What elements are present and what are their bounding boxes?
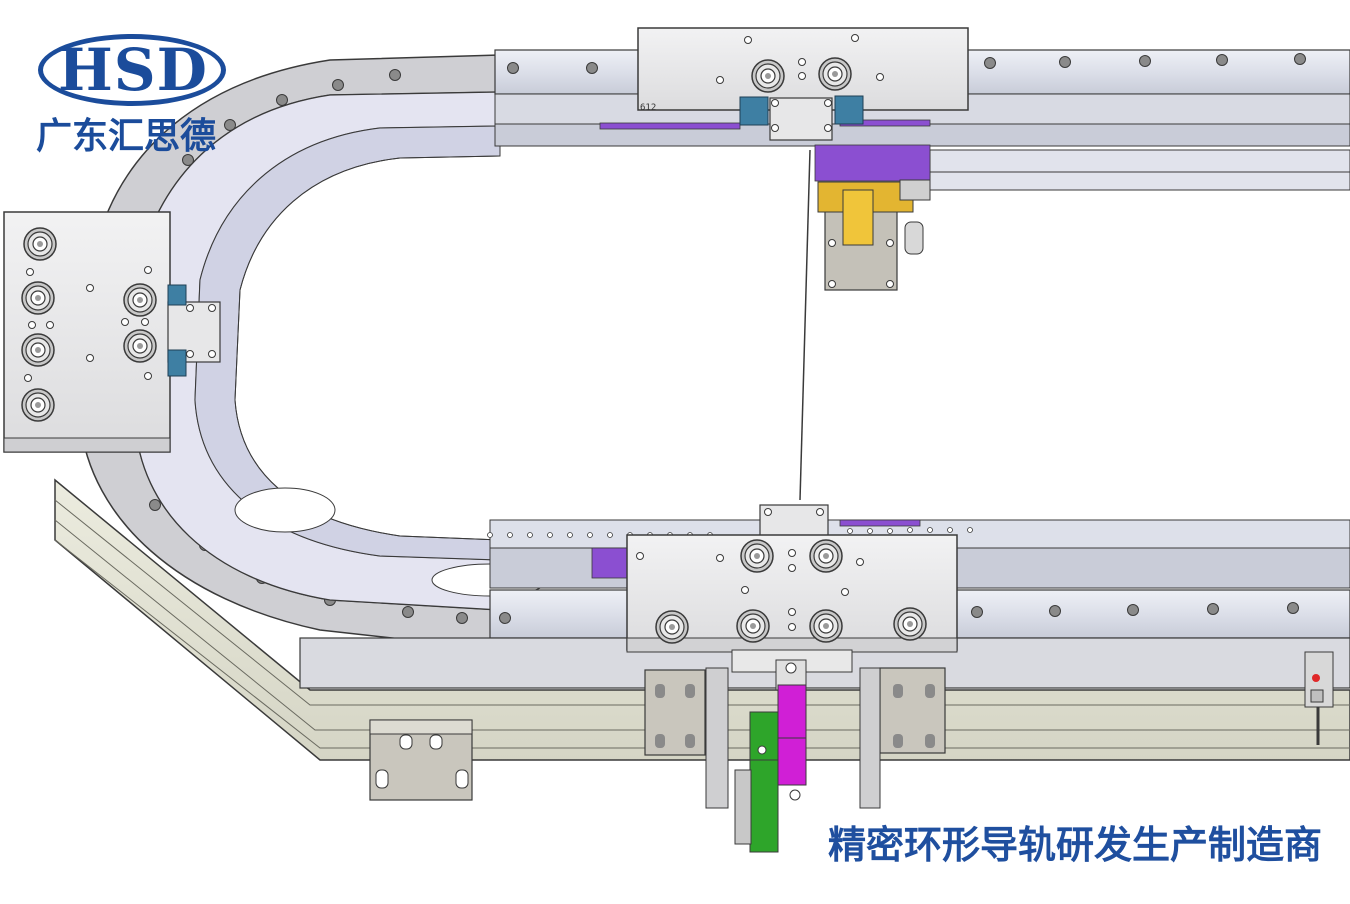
bottom-carriage — [626, 504, 958, 653]
purple-guide-strips — [591, 119, 931, 579]
mounting-bracket — [369, 719, 473, 801]
inner-right-rail — [799, 149, 1350, 501]
base-plate — [54, 478, 1350, 761]
logo-ellipse — [38, 34, 226, 106]
part-number-label: 612 — [640, 103, 657, 113]
logo-letters: HSD — [58, 36, 208, 104]
sensor-bracket-gold — [817, 179, 931, 291]
proximity-sensor — [1304, 651, 1334, 745]
company-name: 广东汇思德 — [36, 115, 217, 157]
slogan-text: 精密环形导轨研发生产制造商 — [828, 822, 1323, 867]
bottom-mechanism — [644, 649, 946, 853]
top-carriage — [637, 27, 969, 141]
hsd-logo: HSD 广东汇思德 — [36, 28, 236, 168]
left-carriage — [3, 211, 221, 453]
